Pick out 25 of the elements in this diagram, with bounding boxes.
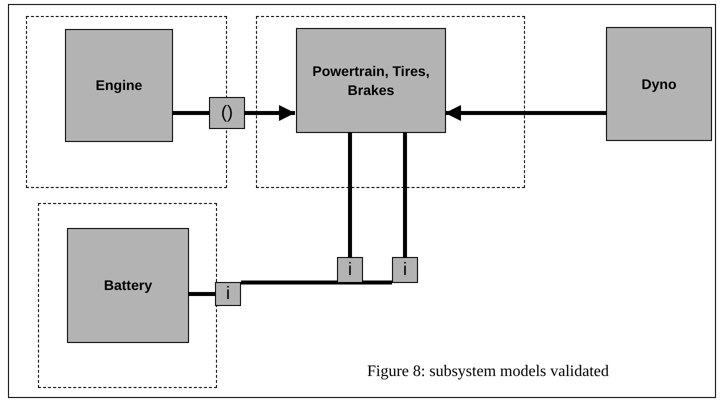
node-label: Engine bbox=[96, 76, 142, 95]
node-label: i bbox=[226, 282, 230, 306]
node-label: Dyno bbox=[642, 74, 676, 94]
connector bbox=[403, 132, 407, 257]
port-block bbox=[392, 257, 418, 283]
subsystem-block bbox=[65, 29, 173, 142]
connector bbox=[245, 105, 295, 121]
port-block bbox=[209, 97, 245, 129]
node-label: () bbox=[221, 101, 233, 124]
connector bbox=[348, 132, 352, 257]
connector bbox=[188, 292, 215, 296]
node-label: i bbox=[403, 258, 407, 282]
port-block bbox=[215, 282, 241, 306]
node-label: i bbox=[348, 258, 352, 282]
subsystem-block bbox=[606, 27, 712, 141]
node-label: Powertrain, Tires, Brakes bbox=[311, 62, 431, 99]
subsystem-block bbox=[67, 228, 189, 343]
node-label: Battery bbox=[104, 276, 152, 295]
connector bbox=[172, 111, 209, 115]
figure-caption: Figure 8: subsystem models validated bbox=[366, 363, 610, 381]
subsystem-block bbox=[296, 28, 446, 133]
port-block bbox=[337, 257, 363, 283]
connector bbox=[445, 105, 606, 121]
dashed-group-box bbox=[38, 203, 217, 388]
dashed-group-box bbox=[256, 16, 525, 188]
